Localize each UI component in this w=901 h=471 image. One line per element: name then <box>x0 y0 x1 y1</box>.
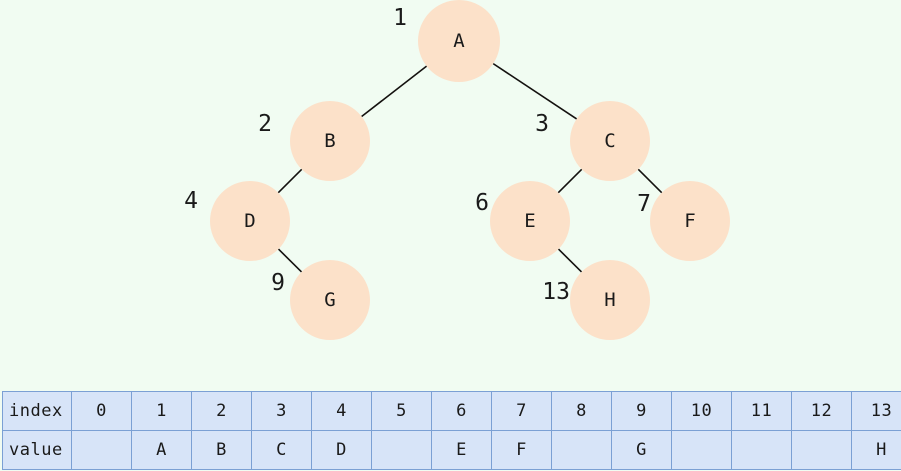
tree-edge-d-g <box>277 248 303 273</box>
node-index-label-g: 9 <box>271 270 285 296</box>
node-index-label-d: 4 <box>184 188 198 214</box>
tree-edge-b-d <box>277 168 303 194</box>
array-cell-value-6: E <box>431 430 492 470</box>
tree-canvas: A B C D E F G H 1 2 3 4 6 7 9 13 <box>184 0 730 340</box>
array-cell-value-1: A <box>131 430 192 470</box>
node-circle-a <box>418 0 500 82</box>
node-circle-b <box>290 101 370 181</box>
tree-index-labels-group: 1 2 3 4 6 7 9 13 <box>184 5 651 305</box>
tree-edges-group <box>277 62 663 273</box>
tree-node-b[interactable]: B <box>290 101 370 181</box>
node-index-label-h: 13 <box>542 279 570 305</box>
array-cell-index-3: 3 <box>251 391 312 431</box>
tree-node-g[interactable]: G <box>290 260 370 340</box>
tree-nodes-group: A B C D E F G H <box>210 0 730 340</box>
node-index-label-e: 6 <box>475 190 489 216</box>
tree-node-e[interactable]: E <box>490 181 570 261</box>
binary-tree-figure: A B C D E F G H 1 2 3 4 6 7 9 13 <box>184 0 730 340</box>
array-cell-value-8 <box>551 430 612 470</box>
node-circle-d <box>210 181 290 261</box>
tree-node-c[interactable]: C <box>570 101 650 181</box>
tree-edge-e-h <box>557 248 583 273</box>
node-label-g: G <box>324 289 335 311</box>
node-circle-h <box>570 260 650 340</box>
tree-edge-a-b <box>361 65 428 118</box>
tree-node-h[interactable]: H <box>570 260 650 340</box>
array-cell-index-9: 9 <box>611 391 672 431</box>
tree-node-a[interactable]: A <box>418 0 500 82</box>
array-cell-value-12 <box>791 430 852 470</box>
array-cell-index-1: 1 <box>131 391 192 431</box>
tree-node-f[interactable]: F <box>650 181 730 261</box>
node-label-c: C <box>604 130 615 152</box>
node-index-label-a: 1 <box>393 5 407 31</box>
tree-edge-c-f <box>637 168 663 194</box>
array-cell-value-13: H <box>851 430 901 470</box>
tree-edge-a-c <box>492 62 578 120</box>
node-circle-f <box>650 181 730 261</box>
array-cell-value-3: C <box>251 430 312 470</box>
array-cell-index-2: 2 <box>191 391 252 431</box>
array-cell-index-6: 6 <box>431 391 492 431</box>
node-label-b: B <box>324 130 335 152</box>
array-cell-index-8: 8 <box>551 391 612 431</box>
array-cell-value-4: D <box>311 430 372 470</box>
array-cell-index-12: 12 <box>791 391 852 431</box>
node-label-a: A <box>453 30 465 52</box>
array-cell-index-11: 11 <box>731 391 792 431</box>
array-cell-value-7: F <box>491 430 552 470</box>
array-cell-value-5 <box>371 430 432 470</box>
array-cell-value-11 <box>731 430 792 470</box>
node-index-label-b: 2 <box>258 111 272 137</box>
node-label-h: H <box>604 289 615 311</box>
array-cell-value-2: B <box>191 430 252 470</box>
array-cell-value-9: G <box>611 430 672 470</box>
array-row-header-index: index <box>2 391 72 431</box>
node-label-d: D <box>244 210 255 232</box>
array-row-header-value: value <box>2 430 72 470</box>
node-circle-c <box>570 101 650 181</box>
node-circle-g <box>290 260 370 340</box>
node-index-label-c: 3 <box>535 111 549 137</box>
node-circle-e <box>490 181 570 261</box>
array-cell-index-5: 5 <box>371 391 432 431</box>
array-cell-index-4: 4 <box>311 391 372 431</box>
tree-edge-c-e <box>557 168 583 194</box>
array-cell-index-10: 10 <box>671 391 732 431</box>
node-label-f: F <box>684 210 695 232</box>
array-cell-index-0: 0 <box>71 391 132 431</box>
array-cell-value-0 <box>71 430 132 470</box>
array-cell-index-7: 7 <box>491 391 552 431</box>
node-label-e: E <box>524 210 535 232</box>
array-cell-index-13: 13 <box>851 391 901 431</box>
array-cell-value-10 <box>671 430 732 470</box>
tree-node-d[interactable]: D <box>210 181 290 261</box>
node-index-label-f: 7 <box>637 191 651 217</box>
